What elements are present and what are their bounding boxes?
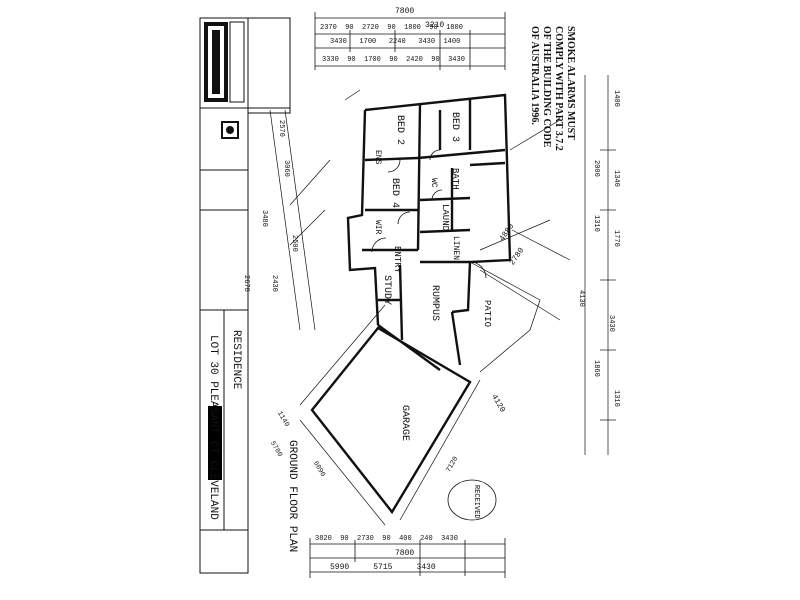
dim-right-5: 4130 bbox=[577, 290, 585, 307]
dim-value: 3430 bbox=[330, 38, 347, 46]
room-label-study: STUDY bbox=[381, 275, 392, 306]
title-strip bbox=[199, 17, 291, 574]
dim-value: 90 bbox=[429, 24, 438, 32]
dim-value: 90 bbox=[340, 535, 349, 543]
dim-value: 3820 bbox=[315, 535, 332, 543]
top-dimension-lines bbox=[314, 12, 506, 70]
dim-right-6: 3430 bbox=[607, 315, 615, 332]
room-label-bed4: BED 4 bbox=[389, 178, 400, 209]
dim-value: 3330 bbox=[322, 56, 339, 64]
garage-walls bbox=[310, 326, 472, 515]
dim-right-0: 1400 bbox=[612, 90, 620, 107]
dim-left-1: 3060 bbox=[282, 160, 290, 177]
dim-left-5: 2678 bbox=[242, 275, 250, 292]
dim-value: 400 bbox=[399, 535, 412, 543]
dim-value: 2420 bbox=[406, 56, 423, 64]
dim-value: 3430 bbox=[416, 563, 436, 572]
dim-value: 5990 bbox=[330, 563, 350, 572]
stamp-received: RECEIVED bbox=[472, 485, 480, 519]
dim-value: 240 bbox=[420, 535, 433, 543]
dim-value: 2720 bbox=[362, 24, 379, 32]
dim-value: 1800 bbox=[404, 24, 421, 32]
door-swings bbox=[371, 149, 487, 279]
dim-right-2: 1340 bbox=[612, 170, 620, 187]
dim-bottom-overall: 7800 bbox=[395, 549, 415, 558]
project-title: RESIDENCE bbox=[230, 330, 242, 390]
received-stamp bbox=[447, 479, 497, 521]
room-label-bath: BATH bbox=[450, 168, 460, 190]
room-label-garage: GARAGE bbox=[399, 405, 410, 442]
dim-top-row1: 2370 90 2720 90 1800 90 1800 bbox=[320, 24, 463, 32]
dim-value: 90 bbox=[389, 56, 398, 64]
dim-bottom-row1: 3820 90 2730 90 400 240 3430 bbox=[315, 535, 458, 543]
smoke-alarm-notice: SMOKE ALARMS MUST COMPLY WITH PART 3.7.2… bbox=[528, 26, 576, 151]
dim-top-row2: 3430 1700 2240 3430 1400 bbox=[330, 38, 460, 46]
dim-top-sub: 3210 bbox=[425, 21, 445, 30]
dim-top-row3: 3330 90 1700 90 2420 90 3430 bbox=[322, 56, 465, 64]
company-logo bbox=[204, 21, 245, 139]
room-label-patio: PATIO bbox=[482, 300, 492, 328]
dim-right-3: 1310 bbox=[592, 215, 600, 232]
dim-right-4: 1770 bbox=[612, 230, 620, 247]
room-label-ens: ENS bbox=[373, 150, 382, 165]
dim-value: 90 bbox=[431, 56, 440, 64]
room-label-laundry: LAUND bbox=[440, 204, 450, 232]
dim-value: 2370 bbox=[320, 24, 337, 32]
room-label-linen: LINEN bbox=[451, 236, 460, 261]
dim-value: 90 bbox=[382, 535, 391, 543]
smoke-notice-line: SMOKE ALARMS MUST bbox=[565, 26, 576, 140]
dim-left-0: 2570 bbox=[277, 120, 285, 137]
dim-top-overall: 7800 bbox=[395, 7, 415, 16]
dim-value: 2730 bbox=[357, 535, 374, 543]
smoke-notice-line: OF AUSTRALIA 1996. bbox=[529, 26, 540, 125]
room-label-bed2: BED 2 bbox=[394, 115, 405, 146]
dim-right-7: 1860 bbox=[592, 360, 600, 377]
dim-value: 2240 bbox=[388, 38, 406, 46]
smoke-notice-line: OF THE BUILDING CODE bbox=[541, 26, 552, 148]
dim-left-2: 3480 bbox=[260, 210, 268, 227]
dim-value: 1700 bbox=[364, 56, 381, 64]
room-label-wc: WC bbox=[429, 178, 438, 188]
dim-left-3: 2500 bbox=[290, 235, 298, 252]
house-walls bbox=[346, 93, 512, 371]
dim-value: 90 bbox=[347, 56, 356, 64]
dim-value: 90 bbox=[345, 24, 354, 32]
drawing-title: GROUND FLOOR PLAN bbox=[286, 440, 298, 553]
dim-value: 3430 bbox=[418, 38, 436, 46]
garage-dimension-lines bbox=[299, 304, 481, 526]
smoke-notice-line: COMPLY WITH PART 3.7.2 bbox=[553, 26, 564, 151]
dim-right-8: 1310 bbox=[612, 390, 620, 407]
dim-right-1: 2000 bbox=[592, 160, 600, 177]
project-location: LOT 30 PLEASANT CT CLEVELAND bbox=[207, 335, 219, 520]
dim-value: 1400 bbox=[443, 38, 461, 46]
room-label-wir: WIR bbox=[373, 220, 382, 235]
dim-value: 5715 bbox=[373, 563, 393, 572]
dim-left-4: 2430 bbox=[270, 275, 278, 292]
bottom-dimension-lines bbox=[309, 538, 506, 578]
room-label-bed3: BED 3 bbox=[449, 112, 460, 143]
room-label-rumpus: RUMPUS bbox=[429, 285, 440, 322]
dim-value: 90 bbox=[387, 24, 396, 32]
room-label-entry: ENTRY bbox=[392, 246, 402, 274]
left-dimension-lines bbox=[269, 109, 316, 331]
redacted-block bbox=[208, 406, 222, 480]
dim-value: 1700 bbox=[359, 38, 377, 46]
dim-value: 3430 bbox=[441, 535, 458, 543]
dim-bottom-row2: 5990 5715 3430 bbox=[330, 563, 436, 572]
dim-value: 3430 bbox=[448, 56, 465, 64]
dim-value: 1800 bbox=[446, 24, 463, 32]
right-dimension-lines bbox=[584, 75, 616, 455]
